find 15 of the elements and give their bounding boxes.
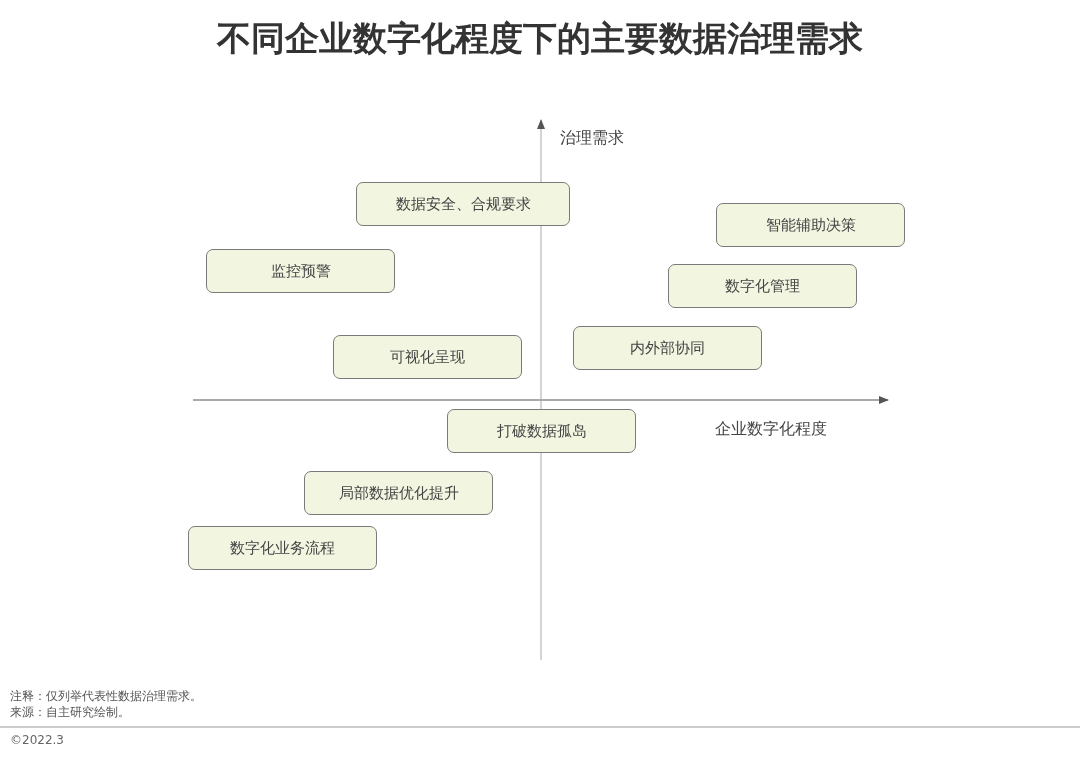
axis-label: 治理需求 [560,128,624,149]
requirement-box: 数字化业务流程 [188,526,377,570]
note-text: 注释：仅列举代表性数据治理需求。 [10,688,202,705]
source-text: 来源：自主研究绘制。 [10,704,130,721]
requirement-box: 内外部协同 [573,326,762,370]
axis-label: 企业数字化程度 [715,419,827,440]
requirement-box: 可视化呈现 [333,335,522,379]
requirement-box: 智能辅助决策 [716,203,905,247]
requirement-box: 打破数据孤岛 [447,409,636,453]
requirement-box: 局部数据优化提升 [304,471,493,515]
requirement-box: 数字化管理 [668,264,857,308]
requirement-box: 监控预警 [206,249,395,293]
requirement-box: 数据安全、合规要求 [356,182,570,226]
title: 不同企业数字化程度下的主要数据治理需求 [215,17,864,60]
copyright-text: ©2022.3 [10,733,64,747]
